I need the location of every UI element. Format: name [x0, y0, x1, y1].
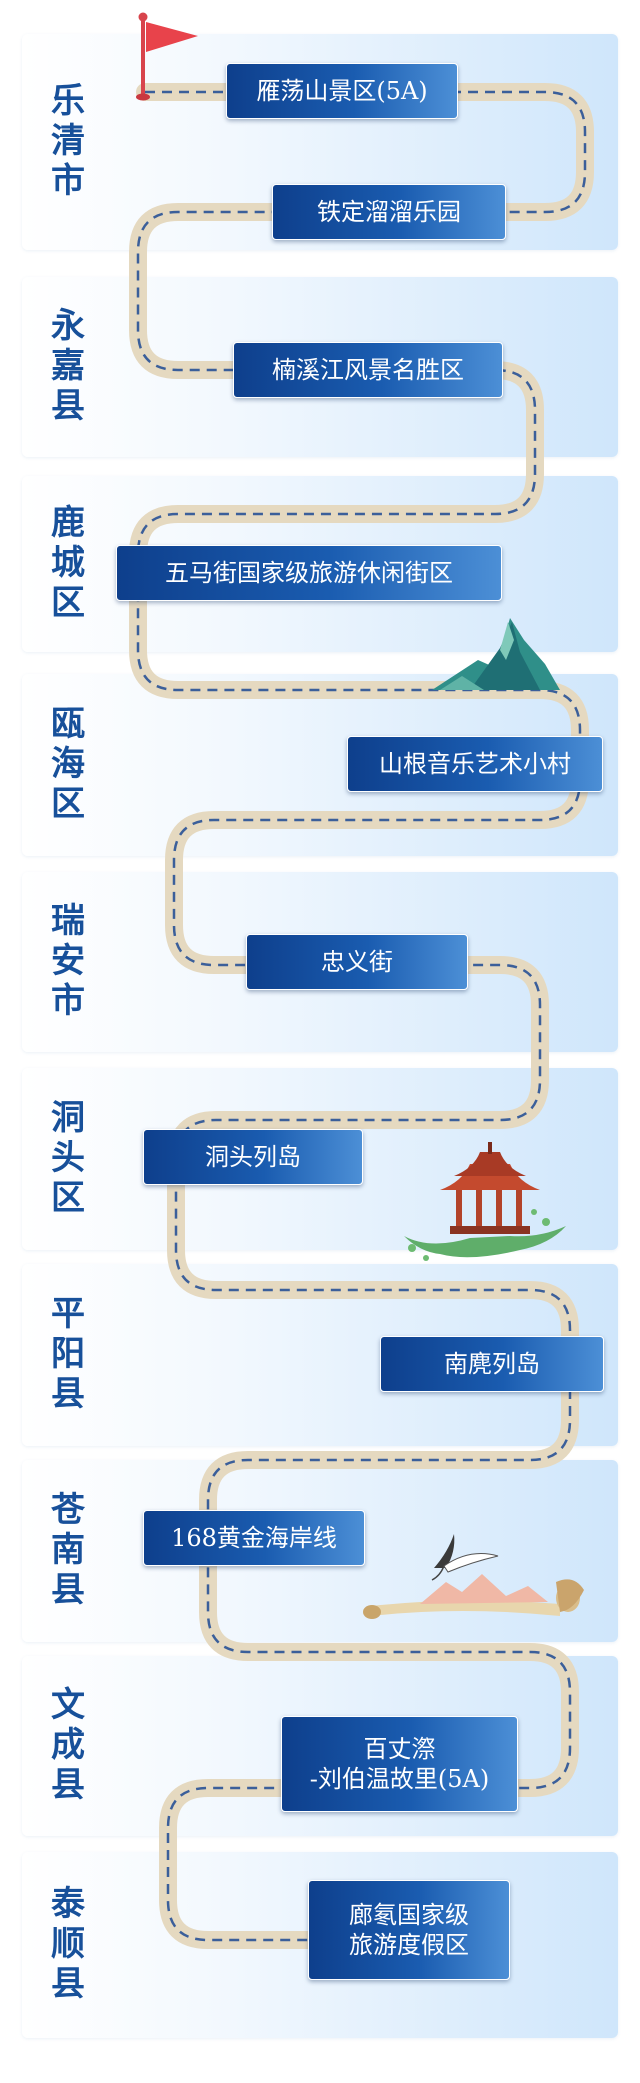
district-label: 平阳县 — [44, 1295, 85, 1415]
crane-scroll-icon — [363, 1534, 584, 1619]
spot-label: 廊氡国家级 旅游度假区 — [308, 1880, 510, 1980]
district-label: 文成县 — [44, 1686, 85, 1806]
spot-label: 南麂列岛 — [380, 1336, 604, 1392]
district-label: 瓯海区 — [44, 705, 85, 825]
spot-label: 168黄金海岸线 — [143, 1510, 365, 1566]
district-label: 永嘉县 — [44, 307, 85, 427]
flag-icon — [136, 12, 198, 101]
spot-label: 百丈漈 -刘伯温故里(5A) — [281, 1716, 518, 1812]
district-label: 苍南县 — [44, 1491, 85, 1611]
district-label: 鹿城区 — [44, 504, 85, 624]
spot-label: 山根音乐艺术小村 — [347, 736, 603, 792]
district-label: 乐清市 — [44, 82, 85, 202]
district-label: 瑞安市 — [44, 902, 85, 1022]
spot-label: 洞头列岛 — [143, 1129, 363, 1185]
mountain-icon — [432, 618, 560, 690]
spot-label: 雁荡山景区(5A) — [226, 63, 458, 119]
district-label: 泰顺县 — [44, 1885, 85, 2005]
spot-label: 忠义街 — [246, 934, 468, 990]
spot-label: 五马街国家级旅游休闲街区 — [116, 545, 502, 601]
district-label: 洞头区 — [44, 1099, 85, 1219]
spot-label: 铁定溜溜乐园 — [272, 184, 506, 240]
spot-label: 楠溪江风景名胜区 — [233, 342, 503, 398]
pavilion-icon — [404, 1142, 566, 1261]
